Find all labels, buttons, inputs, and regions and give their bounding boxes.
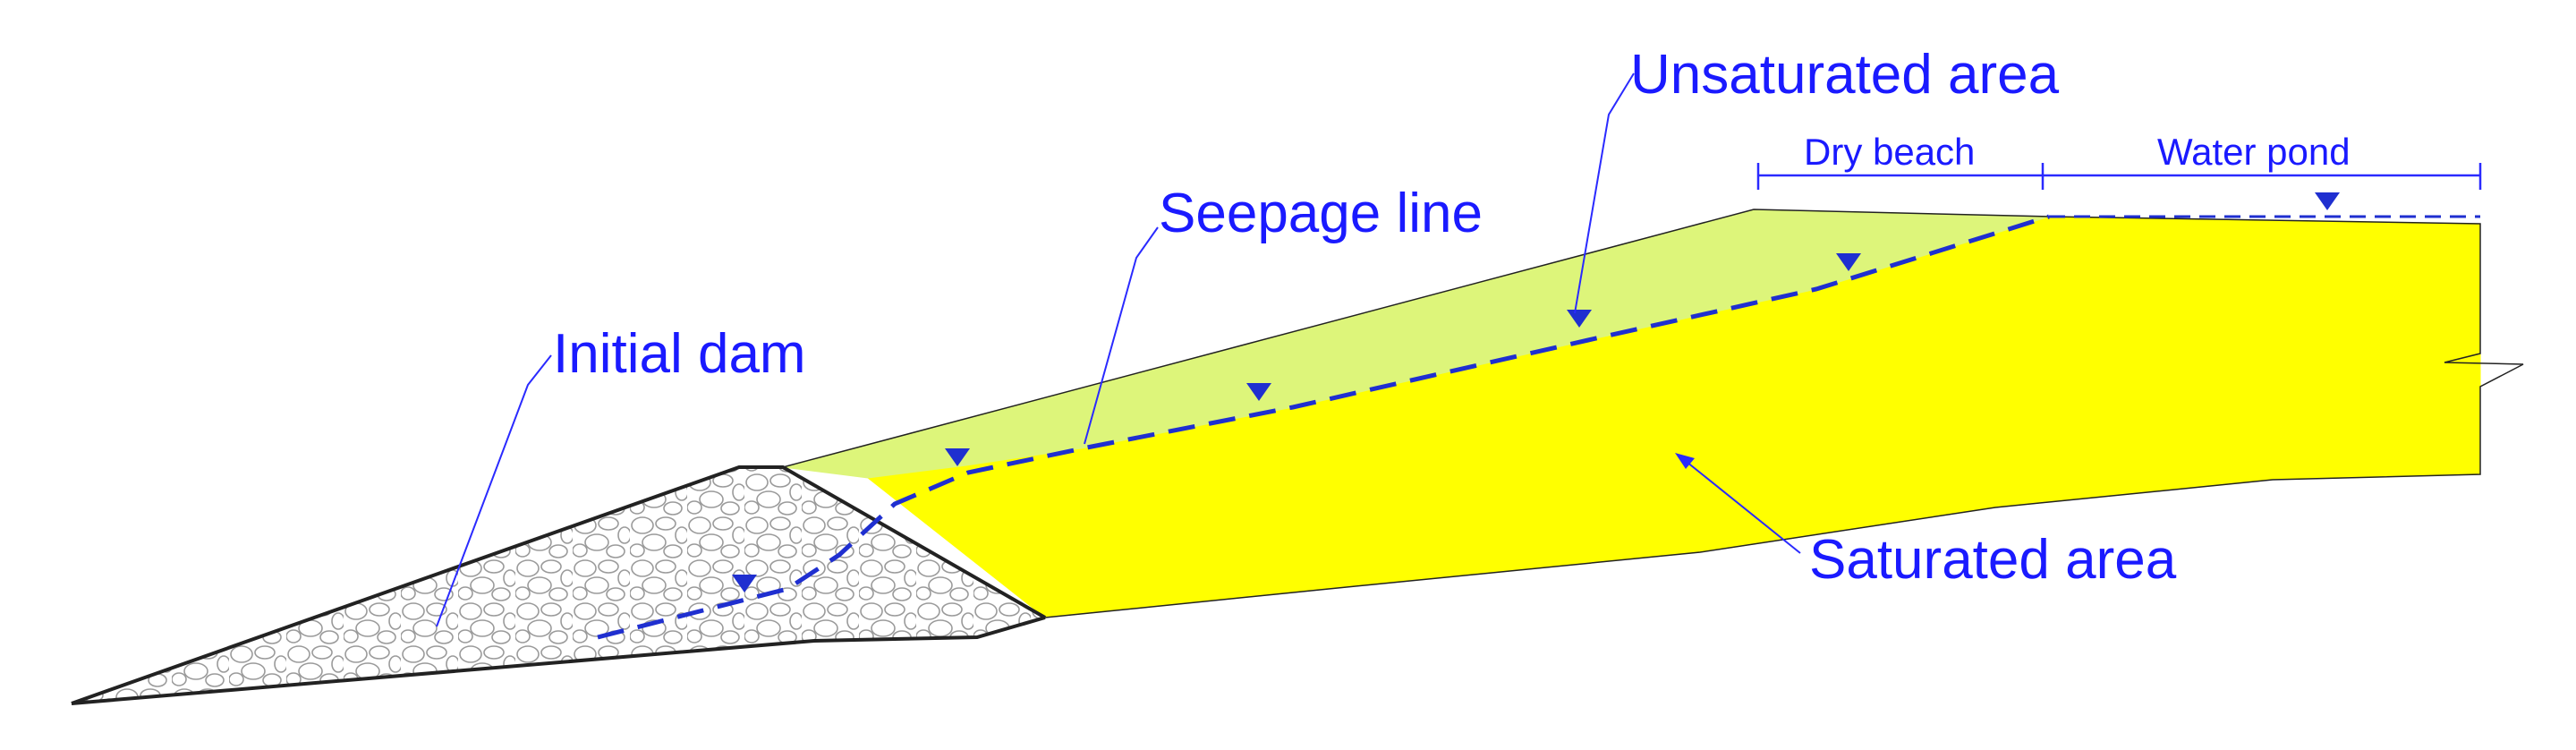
initial-dam-leader (436, 354, 552, 627)
beach-pond-dimension (1756, 163, 2482, 190)
unsaturated-area-label: Unsaturated area (1630, 44, 2060, 106)
seepage-line (597, 214, 2050, 640)
unsaturated-area-leader (1574, 72, 1635, 314)
dry-beach-label: Dry beach (1804, 131, 1975, 173)
initial-dam-label: Initial dam (553, 323, 806, 385)
tailings-surface-outline (782, 209, 2524, 618)
saturated-area-leader (1681, 457, 1801, 554)
dam-upstream-slope-outline (71, 465, 1046, 705)
saturated-area-label: Saturated area (1809, 529, 2177, 591)
water-level-marker-icon (2315, 192, 2340, 210)
saturated-area-arrowhead (1675, 453, 1695, 469)
water-level-marker-icon (1836, 253, 1861, 271)
seepage-line-leader (1084, 226, 1159, 445)
water-level-marker-icon (732, 575, 757, 592)
water-level-marker-icon (1246, 383, 1271, 401)
seepage-line-label: Seepage line (1159, 183, 1483, 244)
water-level-marker-icon (945, 448, 970, 466)
water-level-marker-icon (1567, 310, 1592, 328)
dam-base-outline (71, 616, 1046, 705)
water-pond-label: Water pond (2157, 131, 2351, 173)
